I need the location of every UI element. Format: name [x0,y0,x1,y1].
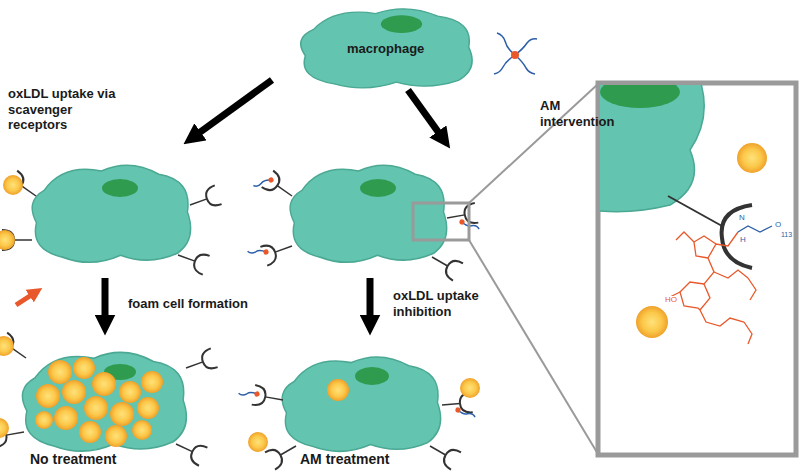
atom-label: N [738,214,746,222]
cell-node: macrophage [293,3,479,91]
step-label: AM intervention [540,98,620,129]
step-label: No treatment [30,451,160,468]
step-label: oxLDL uptake inhibition [393,288,518,319]
atom-label: HO [664,296,678,304]
step-label: AM treatment [300,451,430,468]
step-label: oxLDL uptake via scavenger receptors [8,86,120,133]
cell-label: macrophage [347,41,424,56]
atom-label: H [739,236,747,244]
atom-label: 113 [780,231,793,238]
step-label: foam cell formation [128,296,288,312]
atom-label: O [774,221,782,229]
